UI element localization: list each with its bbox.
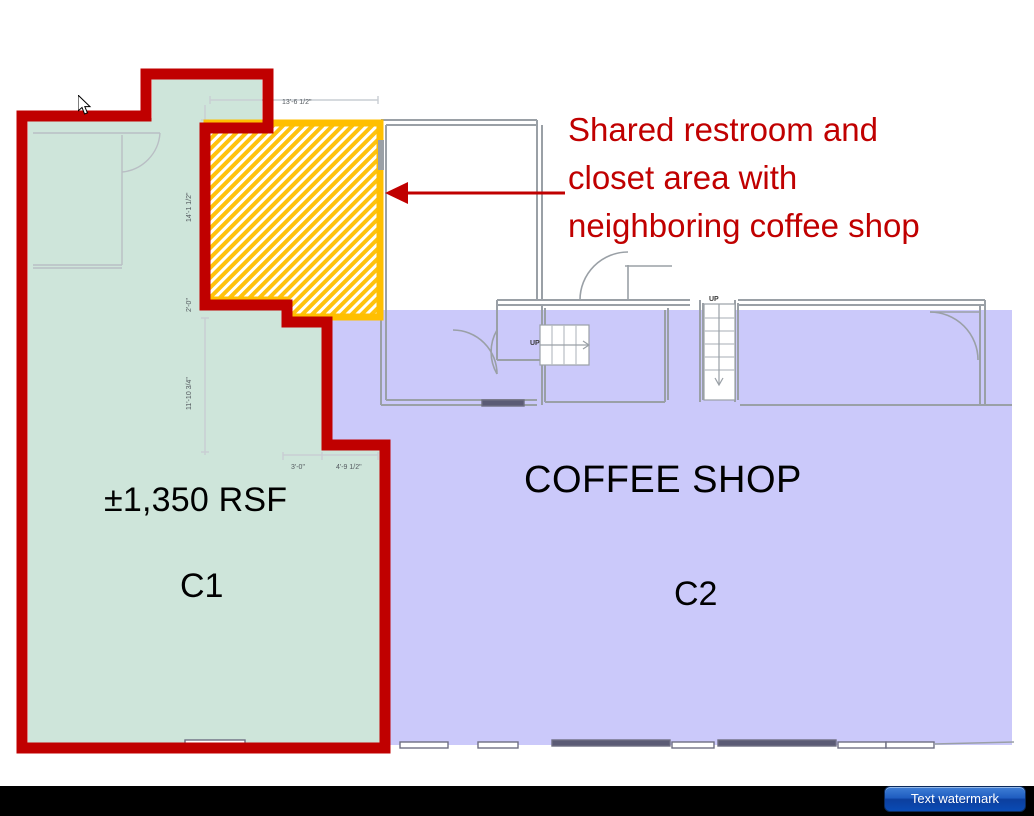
tenant-boundary-c1 <box>16 68 391 754</box>
stair-runs <box>539 303 736 401</box>
dimension-left-2: 2'-0" <box>186 298 193 312</box>
dimension-bottom-1: 3'-0" <box>291 464 305 471</box>
door-swings <box>452 251 980 375</box>
c1-suite-label: C1 <box>180 567 224 605</box>
dimension-left-1: 14'-1 1/2" <box>186 192 193 222</box>
shared-area-annotation: Shared restroom and closet area with nei… <box>568 106 1008 250</box>
floor-plan-canvas[interactable]: ±1,350 RSF C1 COFFEE SHOP C2 Shared rest… <box>0 0 1034 786</box>
dimension-bottom-2: 4'-9 1/2" <box>336 464 362 471</box>
callout-arrow <box>385 182 565 204</box>
stair-up-label-2: UP <box>709 296 719 303</box>
c1-area-label: ±1,350 RSF <box>104 481 288 519</box>
annotation-line-3: neighboring coffee shop <box>568 207 920 244</box>
c2-suite-label: C2 <box>674 575 718 613</box>
shared-restroom-closet-area[interactable] <box>203 119 384 321</box>
bottom-black-bar <box>0 786 1034 816</box>
text-watermark-button[interactable]: Text watermark <box>884 786 1026 812</box>
floor-plan-drawing <box>16 68 1015 754</box>
annotation-line-1: Shared restroom and <box>568 111 879 148</box>
space-fill-c1 <box>28 78 380 745</box>
space-fill-c2 <box>318 310 1012 745</box>
dimension-top-1: 13'-6 1/2" <box>282 99 312 106</box>
stair-up-label-1: UP <box>530 340 540 347</box>
core-walls <box>380 119 1012 406</box>
c2-name-label: COFFEE SHOP <box>524 459 802 501</box>
mouse-cursor <box>78 95 92 115</box>
annotation-line-2: closet area with <box>568 159 798 196</box>
dimension-left-3: 11'-10 3/4" <box>186 377 193 410</box>
